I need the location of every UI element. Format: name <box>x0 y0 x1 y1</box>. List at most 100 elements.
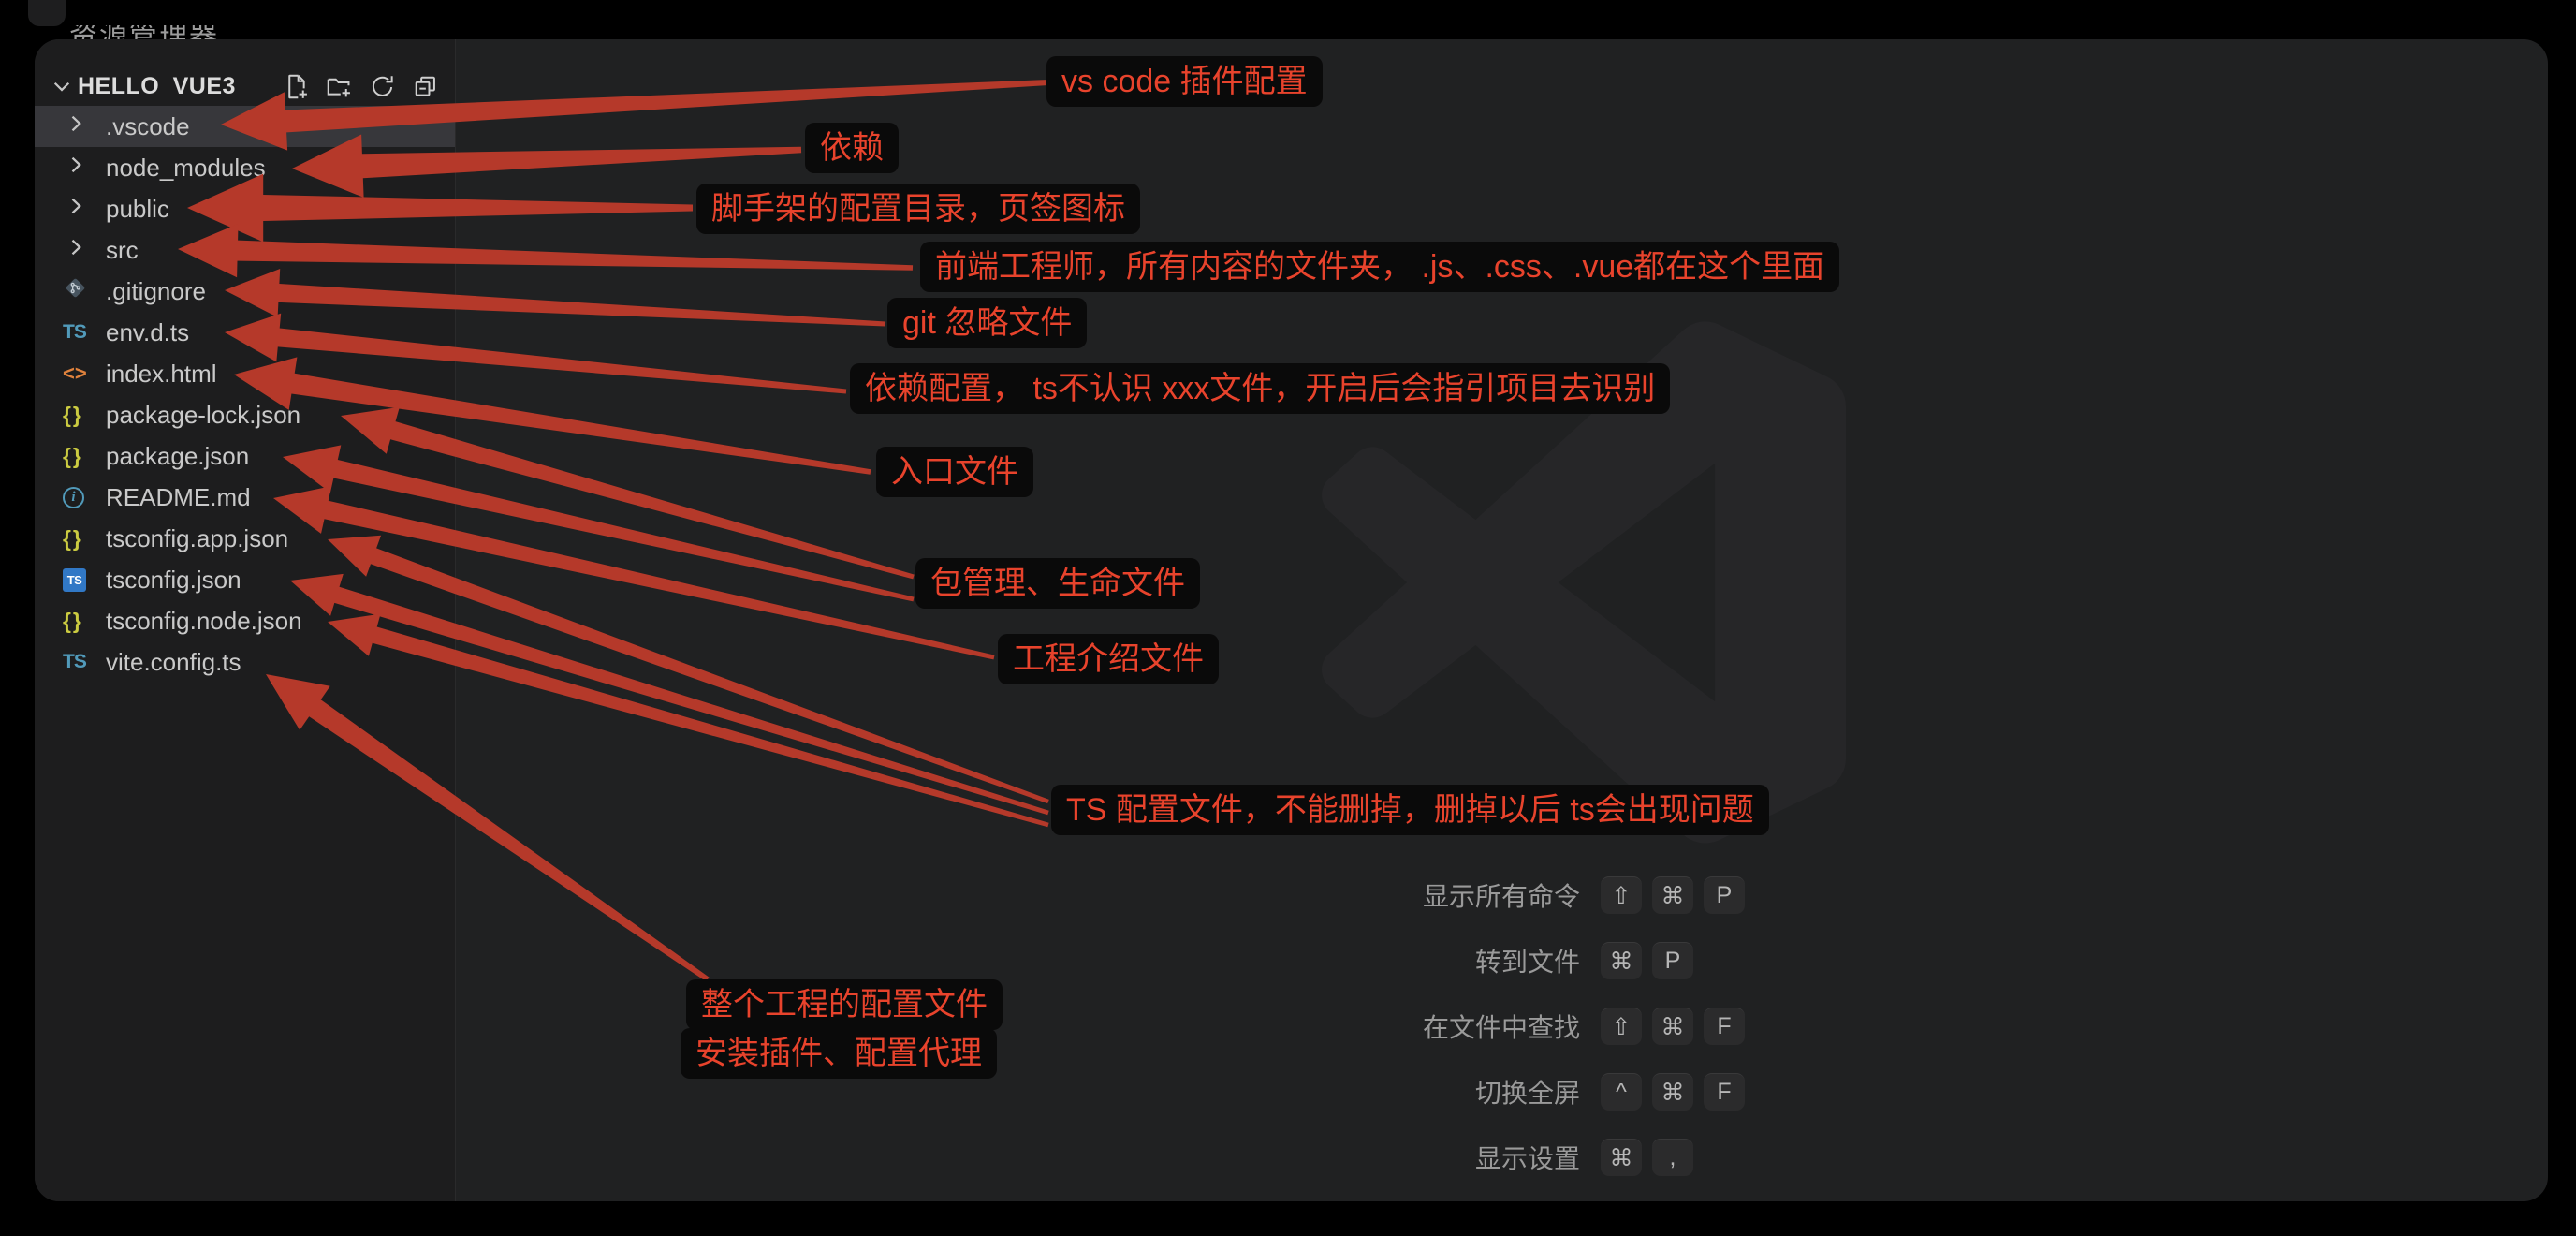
keycap: F <box>1704 1008 1745 1045</box>
refresh-explorer-icon[interactable] <box>368 72 397 101</box>
file-icon-slot <box>63 229 106 271</box>
shortcut-row: 在文件中查找⇧⌘F <box>1093 1008 1823 1045</box>
file-row-tsconfig-json[interactable]: TS tsconfig.json <box>35 559 455 600</box>
tsconfig-badge-icon: TS <box>63 567 86 592</box>
keycap: ⌘ <box>1601 942 1642 979</box>
shortcut-keys: ⇧ ⌘ P <box>1601 876 1745 914</box>
file-name: package.json <box>106 441 250 470</box>
file-name: tsconfig.node.json <box>106 606 302 635</box>
file-row-package-lock-json[interactable]: { } package-lock.json <box>35 394 455 435</box>
file-row-public[interactable]: public <box>35 188 455 229</box>
shortcut-keys: ^ ⌘ F <box>1601 1073 1745 1111</box>
shortcut-label: 在文件中查找 <box>1422 1013 1580 1042</box>
file-row--gitignore[interactable]: .gitignore <box>35 271 455 312</box>
json-braces-icon: { } <box>63 525 81 551</box>
file-row-src[interactable]: src <box>35 229 455 271</box>
annotation-label: 前端工程师，所有内容的文件夹， .js、.css、.vue都在这个里面 <box>920 242 1840 292</box>
keycap: P <box>1704 876 1745 914</box>
file-icon-slot <box>63 106 106 147</box>
chevron-right-icon <box>63 110 89 143</box>
file-row--vscode[interactable]: .vscode <box>35 106 455 147</box>
chevron-right-icon <box>63 234 89 267</box>
file-row-index-html[interactable]: <>index.html <box>35 353 455 394</box>
keycap: ⌘ <box>1652 876 1693 914</box>
file-name: package-lock.json <box>106 400 301 429</box>
shortcut-keys: ⇧⌘F <box>1601 1008 1745 1045</box>
shortcut-keys: ⌘, <box>1601 1139 1693 1176</box>
file-icon-slot: { } <box>63 518 106 559</box>
keycap: ⇧ <box>1601 876 1642 914</box>
file-name: src <box>106 235 139 264</box>
keycap: P <box>1652 942 1693 979</box>
annotation-label: 依赖 <box>805 123 899 173</box>
file-icon-slot: TS <box>63 312 106 353</box>
keycap: F <box>1704 1073 1745 1111</box>
collapse-folders-icon[interactable] <box>411 72 440 101</box>
file-row-node-modules[interactable]: node_modules <box>35 147 455 188</box>
keycap: ⌘ <box>1652 1073 1693 1111</box>
keycap: ⌘ <box>1652 1008 1693 1045</box>
json-braces-icon: { } <box>63 608 81 633</box>
explorer-toolbar <box>282 72 440 101</box>
annotation-label: 包管理、生命文件 <box>915 558 1200 609</box>
new-file-icon[interactable] <box>282 72 311 101</box>
file-icon-slot <box>63 147 106 188</box>
annotation-label: 安装插件、配置代理 <box>681 1028 997 1079</box>
shortcut-row: 显示设置 ⌘, <box>1093 1139 1823 1176</box>
shortcut-label: 显示所有命令 <box>1422 882 1580 911</box>
window-corner-stub <box>28 0 66 26</box>
file-name: public <box>106 194 169 223</box>
shortcut-label: 转到文件 <box>1474 948 1580 977</box>
typescript-icon: TS <box>63 651 87 672</box>
vscode-logo-watermark <box>1322 321 1846 844</box>
file-row-vite-config-ts[interactable]: TS vite.config.ts <box>35 641 455 683</box>
shortcut-row: 切换全屏 ^ ⌘ F <box>1093 1073 1823 1111</box>
explorer-project-header[interactable]: HELLO_VUE3 <box>35 67 455 105</box>
file-name: .gitignore <box>106 276 206 305</box>
file-name: env.d.ts <box>106 317 190 346</box>
git-icon <box>63 275 88 307</box>
json-braces-icon: { } <box>63 443 81 468</box>
file-name: tsconfig.json <box>106 565 242 594</box>
keycap: ^ <box>1601 1073 1642 1111</box>
file-row-tsconfig-app-json[interactable]: { }tsconfig.app.json <box>35 518 455 559</box>
annotation-label: 工程介绍文件 <box>998 634 1219 684</box>
keycap: , <box>1652 1139 1693 1176</box>
annotation-label: vs code 插件配置 <box>1046 56 1323 107</box>
shortcut-label: 显示设置 <box>1474 1144 1580 1173</box>
file-icon-slot: { } <box>63 394 106 435</box>
file-icon-slot <box>63 188 106 229</box>
file-name: vite.config.ts <box>106 647 242 676</box>
chevron-right-icon <box>63 152 89 184</box>
chevron-down-icon[interactable] <box>50 74 74 98</box>
file-icon-slot: TS <box>63 559 106 600</box>
file-row-tsconfig-node-json[interactable]: { } tsconfig.node.json <box>35 600 455 641</box>
file-row-package-json[interactable]: { } package.json <box>35 435 455 477</box>
annotation-label: 脚手架的配置目录，页签图标 <box>696 184 1140 234</box>
annotation-label: git 忽略文件 <box>887 298 1088 348</box>
shortcut-row: 转到文件⌘P <box>1093 942 1823 979</box>
file-name: index.html <box>106 359 217 388</box>
file-icon-slot: <> <box>63 353 106 394</box>
shortcut-label: 切换全屏 <box>1474 1079 1580 1108</box>
json-braces-icon: { } <box>63 402 81 427</box>
annotation-label: TS 配置文件，不能删掉，删掉以后 ts会出现问题 <box>1051 785 1769 835</box>
new-folder-icon[interactable] <box>325 72 354 101</box>
shortcut-keys: ⌘P <box>1601 942 1693 979</box>
file-icon-slot: TS <box>63 641 106 683</box>
file-icon-slot: { } <box>63 435 106 477</box>
keycap: ⌘ <box>1601 1139 1642 1176</box>
chevron-right-icon <box>63 193 89 226</box>
file-icon-slot: { } <box>63 600 106 641</box>
project-name: HELLO_VUE3 <box>78 72 236 99</box>
file-icon-slot: i <box>63 477 106 518</box>
info-icon: i <box>63 486 84 508</box>
file-icon-slot <box>63 271 106 312</box>
